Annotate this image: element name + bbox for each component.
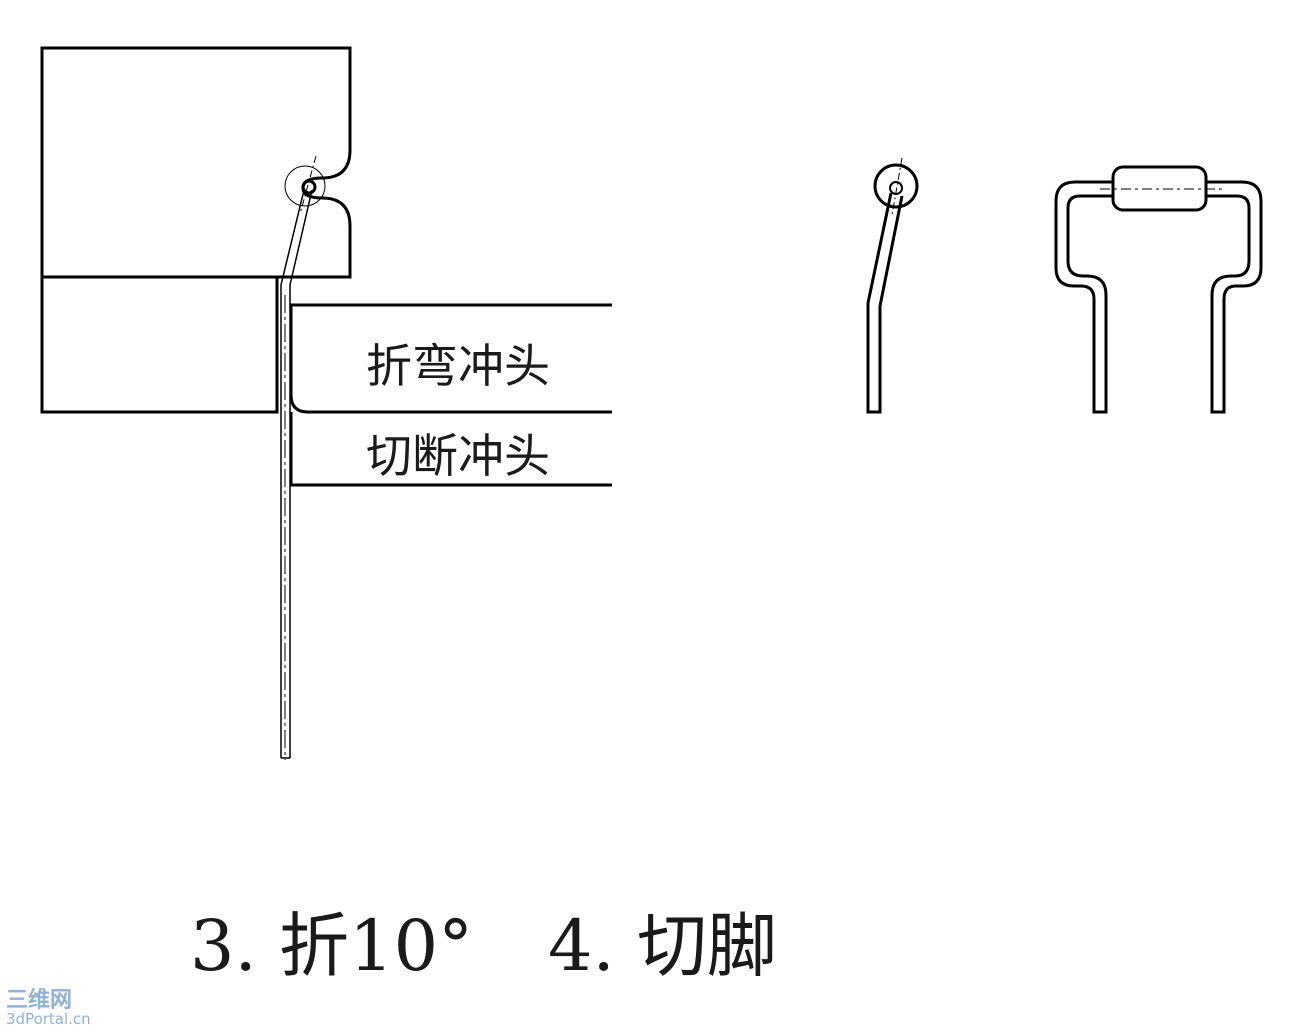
lower-die-block: [40, 275, 279, 414]
bend-punch-label: 折弯冲头: [366, 339, 550, 393]
bent-lead-side-view: [866, 157, 919, 414]
upper-die-block: [40, 46, 352, 279]
formed-resistor-front-view: [1054, 165, 1263, 414]
caption-step-3: 3. 折10°: [190, 905, 474, 987]
bend-punch: [289, 303, 612, 414]
watermark-url: 3dPortal.cn: [6, 1010, 91, 1028]
lead-wire: [280, 189, 313, 760]
cut-punch-label: 切断冲头: [366, 429, 550, 483]
caption-step-4: 4. 切脚: [548, 905, 778, 987]
cut-punch: [289, 412, 612, 487]
component-end-view: [284, 155, 326, 215]
watermark-name: 三维网: [6, 988, 73, 1013]
